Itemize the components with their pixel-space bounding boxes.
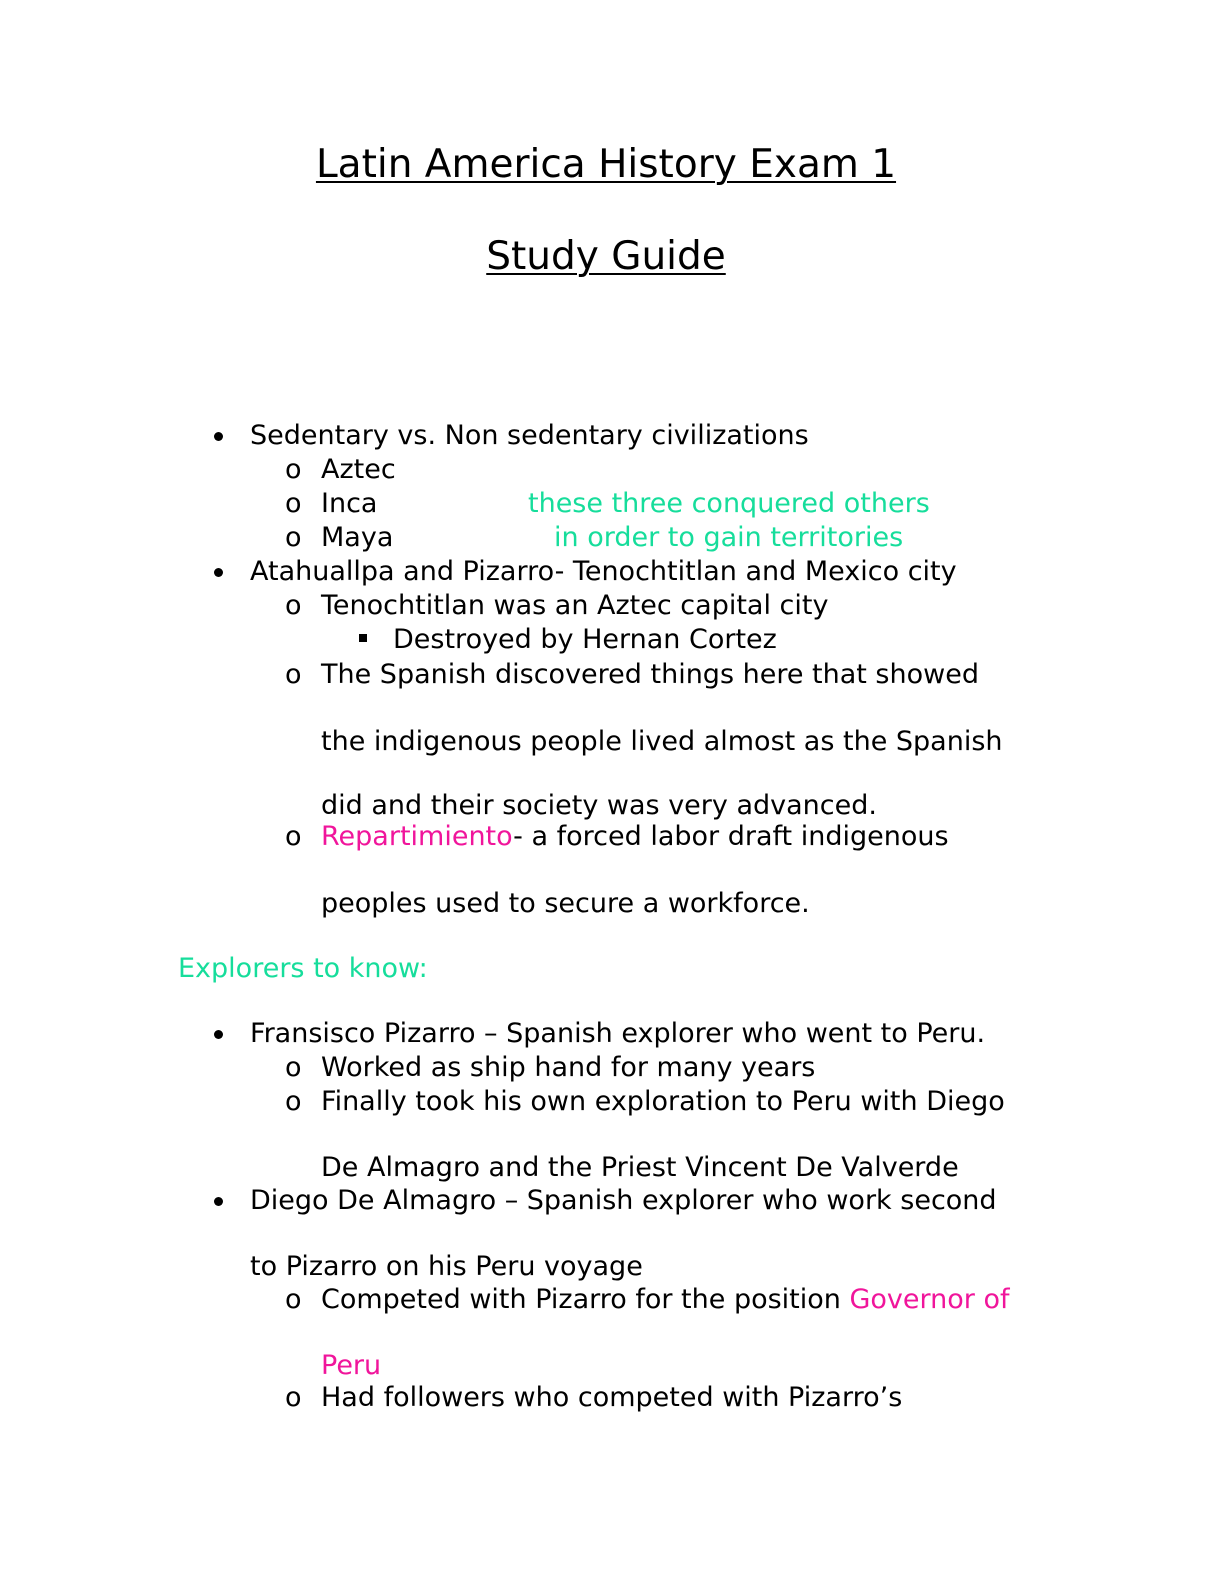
term-definition: - a forced labor draft indigenous (513, 821, 949, 852)
list-item: Repartimiento- a forced labor draft indi… (321, 820, 949, 854)
sub-bullet-marker: o (285, 1382, 302, 1413)
list-item: Competed with Pizarro for the position G… (321, 1283, 1009, 1317)
bullet-disc (214, 432, 223, 441)
list-item: The Spanish discovered things here that … (321, 659, 979, 690)
list-item-continuation: the indigenous people lived almost as th… (321, 726, 1003, 757)
sub-bullet-marker: o (285, 1284, 302, 1315)
sub-bullet-marker: o (285, 454, 302, 485)
highlighted-term: Governor of (849, 1284, 1010, 1315)
list-item-continuation: to Pizarro on his Peru voyage (250, 1251, 643, 1282)
sub-bullet-marker: o (285, 1052, 302, 1083)
sub-bullet-marker: o (285, 488, 302, 519)
list-item: Aztec (321, 454, 396, 485)
list-item-continuation: De Almagro and the Priest Vincent De Val… (321, 1152, 959, 1183)
sub-bullet-marker: o (285, 590, 302, 621)
list-item-continuation: peoples used to secure a workforce. (321, 888, 810, 919)
list-item: Finally took his own exploration to Peru… (321, 1086, 1005, 1117)
list-item: Diego De Almagro – Spanish explorer who … (250, 1185, 997, 1216)
list-item: Fransisco Pizarro – Spanish explorer who… (250, 1018, 986, 1049)
list-item: Had followers who competed with Pizarro’… (321, 1382, 903, 1413)
sub-bullet-marker: o (285, 1086, 302, 1117)
list-item-continuation: did and their society was very advanced. (321, 790, 877, 821)
section-heading: Explorers to know: (178, 953, 428, 984)
annotation-note: these three conquered others (528, 488, 930, 519)
bullet-disc (214, 1197, 223, 1206)
page-subtitle: Study Guide (486, 234, 726, 279)
item-text: Competed with Pizarro for the position (321, 1284, 850, 1315)
list-item: Maya (321, 522, 394, 553)
sub-bullet-marker: o (285, 522, 302, 553)
list-item: Destroyed by Hernan Cortez (393, 624, 777, 655)
list-item: Atahuallpa and Pizarro- Tenochtitlan and… (250, 556, 957, 587)
bullet-square (359, 634, 367, 642)
list-item: Inca (321, 488, 378, 519)
bullet-disc (214, 1030, 223, 1039)
annotation-note: in order to gain territories (554, 522, 904, 553)
sub-bullet-marker: o (285, 821, 302, 852)
sub-bullet-marker: o (285, 659, 302, 690)
list-item: Sedentary vs. Non sedentary civilization… (250, 420, 809, 451)
highlighted-term: Repartimiento (321, 821, 514, 852)
list-item: Worked as ship hand for many years (321, 1052, 816, 1083)
highlighted-term-continuation: Peru (321, 1350, 382, 1381)
list-item: Tenochtitlan was an Aztec capital city (321, 590, 829, 621)
bullet-disc (214, 568, 223, 577)
page-title: Latin America History Exam 1 (315, 142, 897, 187)
